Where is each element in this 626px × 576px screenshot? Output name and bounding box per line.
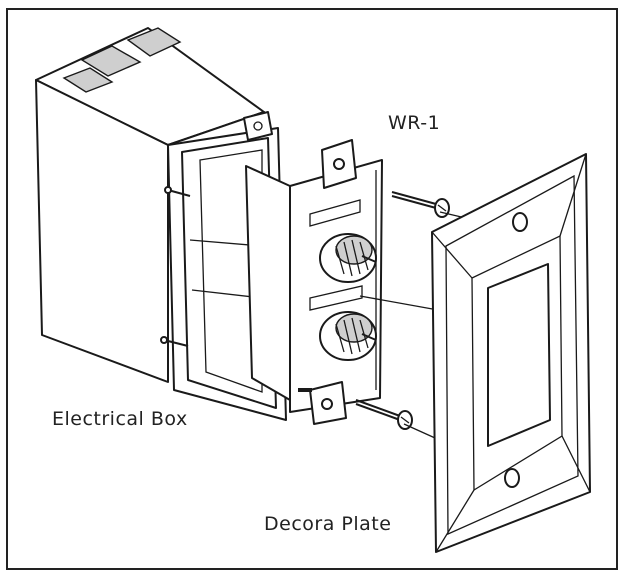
decora-plate-label: Decora Plate (264, 513, 392, 535)
lower-knob (319, 311, 377, 361)
electrical-box-label: Electrical Box (52, 408, 188, 430)
decora-plate (431, 153, 591, 553)
top-screw (391, 191, 450, 218)
wr1-device (245, 139, 383, 425)
wr1-label: WR-1 (388, 112, 441, 134)
upper-knob (319, 233, 377, 283)
bottom-screw (355, 399, 413, 430)
